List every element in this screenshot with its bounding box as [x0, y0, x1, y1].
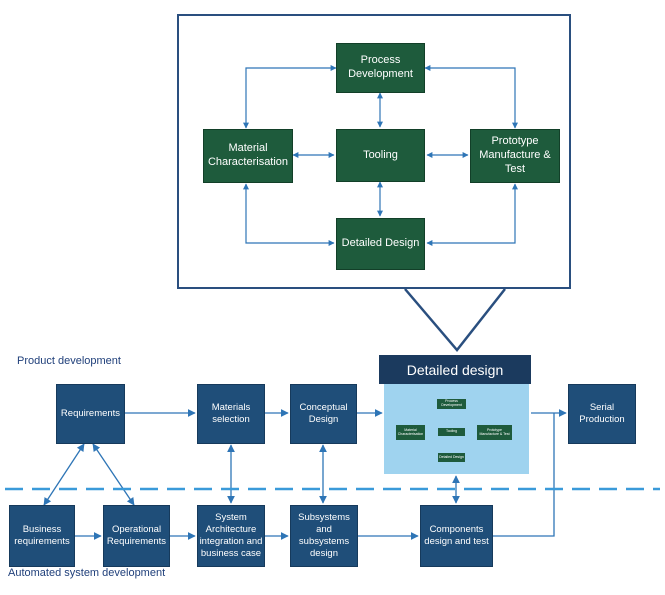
mini-tooling-box: Tooling — [438, 428, 465, 436]
components-design-test-label: Components design and test — [424, 524, 489, 547]
business-requirements-box: Business requirements — [9, 505, 75, 567]
requirements-label: Requirements — [60, 408, 121, 420]
link-requirements-operational — [92, 443, 135, 506]
mini-material-characterisation-box: Material Characterisation — [396, 425, 425, 440]
system-architecture-label: System Architecture integration and busi… — [199, 512, 263, 559]
detailed-design-zoom-frame — [177, 14, 571, 289]
link-process-material — [243, 65, 337, 129]
operational-requirements-label: Operational Requirements — [106, 524, 167, 547]
prototype-manufacture-test-box: Prototype Manufacture & Test — [470, 129, 560, 183]
tooling-label: Tooling — [363, 148, 398, 161]
detailed-design-box: Detailed Design — [336, 218, 425, 270]
material-characterisation-label: Material Characterisation — [207, 142, 289, 168]
material-characterisation-box: Material Characterisation — [203, 129, 293, 183]
link-process-prototype — [424, 65, 518, 129]
serial-production-box: Serial Production — [568, 384, 636, 444]
detailed-design-header-label: Detailed design — [406, 361, 504, 378]
automated-system-development-caption: Automated system development — [8, 567, 166, 579]
mini-prototype-box: Prototype Manufacture & Test — [477, 425, 512, 440]
conceptual-design-box: Conceptual Design — [290, 384, 357, 444]
requirements-box: Requirements — [56, 384, 125, 444]
process-development-box: Process Development — [336, 43, 425, 93]
components-design-test-box: Components design and test — [420, 505, 493, 567]
system-architecture-box: System Architecture integration and busi… — [197, 505, 265, 567]
callout-pointer — [404, 288, 506, 352]
prototype-manufacture-test-label: Prototype Manufacture & Test — [479, 135, 551, 175]
tooling-box: Tooling — [336, 129, 425, 182]
detailed-design-header: Detailed design — [379, 355, 531, 384]
subsystems-design-box: Subsystems and subsystems design — [290, 505, 358, 567]
conceptual-design-label: Conceptual Design — [299, 402, 348, 425]
materials-selection-label: Materials selection — [211, 402, 251, 425]
mini-detailed-design-box: Detailed Design — [438, 453, 465, 462]
subsystems-design-label: Subsystems and subsystems design — [298, 512, 350, 559]
detailed-design-label: Detailed Design — [341, 237, 420, 250]
product-development-caption: Product development — [17, 355, 121, 367]
link-requirements-business — [43, 443, 85, 506]
operational-requirements-box: Operational Requirements — [103, 505, 170, 567]
mini-process-development-box: Process Development — [437, 399, 466, 409]
serial-production-label: Serial Production — [579, 402, 625, 425]
link-prototype-detailed — [426, 183, 518, 246]
link-components-serial — [493, 413, 555, 537]
link-material-detailed — [243, 183, 335, 246]
process-development-label: Process Development — [348, 54, 413, 80]
business-requirements-label: Business requirements — [14, 524, 70, 547]
materials-selection-box: Materials selection — [197, 384, 265, 444]
